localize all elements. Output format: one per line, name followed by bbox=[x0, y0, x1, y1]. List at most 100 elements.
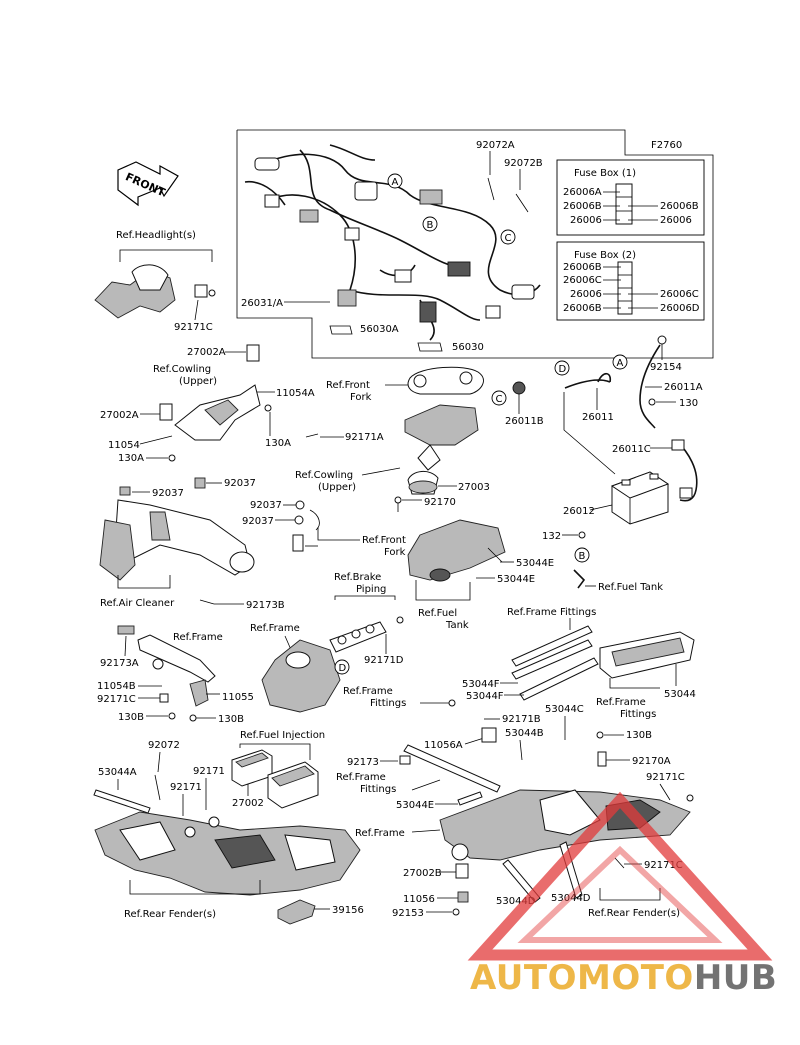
clip-92173A bbox=[117, 625, 135, 635]
label-53044: 53044 bbox=[664, 689, 696, 700]
label-ref-frame-b: Ref.Frame bbox=[173, 632, 223, 643]
callout-B: B bbox=[422, 216, 438, 232]
svg-text:26006D: 26006D bbox=[660, 303, 700, 314]
svg-text:C: C bbox=[496, 394, 503, 405]
tie-92072 bbox=[154, 774, 161, 801]
strip-53044E-c bbox=[457, 791, 483, 806]
tie-92173B bbox=[199, 599, 215, 605]
ecu-bracket bbox=[267, 761, 319, 809]
label-53044F-b: 53044F bbox=[466, 691, 504, 702]
cable-26011C bbox=[675, 439, 698, 502]
clamp-92171A bbox=[305, 433, 319, 438]
callout-A: A bbox=[387, 173, 403, 189]
label-11054: 11054 bbox=[108, 440, 140, 451]
svg-text:26006B: 26006B bbox=[563, 201, 602, 212]
cowling-stay bbox=[174, 384, 272, 441]
svg-text:26006: 26006 bbox=[660, 215, 692, 226]
label-130A-a: 130A bbox=[265, 438, 291, 449]
svg-text:B: B bbox=[579, 551, 586, 562]
label-27002: 27002 bbox=[232, 798, 264, 809]
label-27002A-b: 27002A bbox=[100, 410, 139, 421]
relay-27002A-a bbox=[246, 344, 260, 362]
label-ref-cowling-b: Ref.Cowling bbox=[295, 470, 353, 481]
label-56030: 56030 bbox=[452, 342, 484, 353]
svg-text:26006A: 26006A bbox=[563, 187, 602, 198]
air-cleaner-duct bbox=[99, 499, 255, 581]
watermark-part-hub: HUB bbox=[693, 958, 778, 998]
svg-text:D: D bbox=[559, 364, 567, 375]
label-92037-b: 92037 bbox=[224, 478, 256, 489]
fuse-box-1-title: Fuse Box (1) bbox=[574, 168, 636, 179]
label-ref-cowling-a: Ref.Cowling bbox=[153, 364, 211, 375]
label-53044E-b: 53044E bbox=[497, 574, 535, 585]
strip-53044A bbox=[93, 789, 151, 814]
label-92037-c: 92037 bbox=[250, 500, 282, 511]
label-ref-fuel-tank-b: Ref.Fuel bbox=[418, 608, 457, 619]
callout-C: C bbox=[500, 229, 516, 245]
label-132: 132 bbox=[542, 531, 561, 542]
svg-text:A: A bbox=[617, 358, 624, 369]
watermark-logo-icon bbox=[467, 791, 773, 961]
label-26011: 26011 bbox=[582, 412, 614, 423]
label-ref-brake-piping: Ref.Brake bbox=[334, 572, 381, 583]
pad-39156 bbox=[277, 899, 316, 925]
label-ref-cowling-b2: (Upper) bbox=[318, 482, 356, 493]
watermark-text: AUTOMOTOHUB bbox=[470, 958, 800, 998]
label-ref-front-fork-a2: Fork bbox=[350, 392, 372, 403]
label-ref-front-fork-b: Ref.Front bbox=[362, 535, 406, 546]
label-92170: 92170 bbox=[424, 497, 456, 508]
label-ref-frame-fittings-c: Ref.Frame bbox=[343, 686, 393, 697]
fuel-tank-bracket bbox=[407, 519, 506, 582]
label-27002B: 27002B bbox=[403, 868, 442, 879]
label-11056: 11056 bbox=[403, 894, 435, 905]
label-53044B: 53044B bbox=[505, 728, 544, 739]
label-ref-frame-fittings-a: Ref.Frame Fittings bbox=[507, 607, 596, 618]
label-130B-b: 130B bbox=[218, 714, 244, 725]
callout-D-a bbox=[554, 360, 570, 376]
relay-27002B bbox=[455, 863, 469, 879]
watermark-part-moto: MOTO bbox=[576, 958, 694, 998]
cable-fuel-tank bbox=[573, 569, 586, 589]
label-53044E-a: 53044E bbox=[516, 558, 554, 569]
fuse-box-1: Fuse Box (1) 26006A 26006B 26006 26006B … bbox=[556, 159, 705, 236]
diagram-code: F2760 bbox=[651, 140, 682, 151]
svg-text:26006B: 26006B bbox=[563, 262, 602, 273]
main-wiring-harness bbox=[244, 144, 541, 341]
cable-26011 bbox=[564, 372, 612, 389]
label-ref-headlight: Ref.Headlight(s) bbox=[116, 230, 196, 241]
label-92153: 92153 bbox=[392, 908, 424, 919]
svg-text:D: D bbox=[339, 663, 347, 674]
label-56030A: 56030A bbox=[360, 324, 399, 335]
label-92171C-d: 92171C bbox=[644, 860, 683, 871]
label-tag-56030 bbox=[417, 342, 443, 352]
fuse-box-2: Fuse Box (2) 26006B 26006C 26006 26006B … bbox=[556, 241, 705, 321]
label-26011C: 26011C bbox=[612, 444, 651, 455]
label-ref-frame-fittings-c2: Fittings bbox=[370, 698, 406, 709]
label-130A-b: 130A bbox=[118, 453, 144, 464]
label-92173A: 92173A bbox=[100, 658, 139, 669]
label-11055: 11055 bbox=[222, 692, 254, 703]
label-ref-rear-fender-a: Ref.Rear Fender(s) bbox=[124, 909, 216, 920]
relay-11056A bbox=[481, 727, 497, 743]
label-130B-c: 130B bbox=[626, 730, 652, 741]
label-92072A: 92072A bbox=[476, 140, 515, 151]
label-92171C-a: 92171C bbox=[174, 322, 213, 333]
brake-piping-clamp bbox=[329, 616, 404, 653]
front-arrow-icon: FRONT bbox=[117, 161, 179, 207]
label-92171D: 92171D bbox=[364, 655, 404, 666]
label-92037-a: 92037 bbox=[152, 488, 184, 499]
label-ref-cowling-a2: (Upper) bbox=[179, 376, 217, 387]
fuse-box-2-title: Fuse Box (2) bbox=[574, 250, 636, 261]
label-tag-56030A bbox=[329, 325, 353, 335]
label-92072: 92072 bbox=[148, 740, 180, 751]
label-92173: 92173 bbox=[347, 757, 379, 768]
clip-92037-a bbox=[119, 486, 131, 496]
label-26031A: 26031/A bbox=[241, 298, 283, 309]
label-ref-frame-c: Ref.Frame bbox=[355, 828, 405, 839]
svg-text:A: A bbox=[392, 177, 399, 188]
cable-26011A bbox=[639, 344, 661, 429]
label-ref-brake-piping2: Piping bbox=[356, 584, 386, 595]
label-92170A: 92170A bbox=[632, 756, 671, 767]
tie-92072B bbox=[515, 193, 529, 213]
